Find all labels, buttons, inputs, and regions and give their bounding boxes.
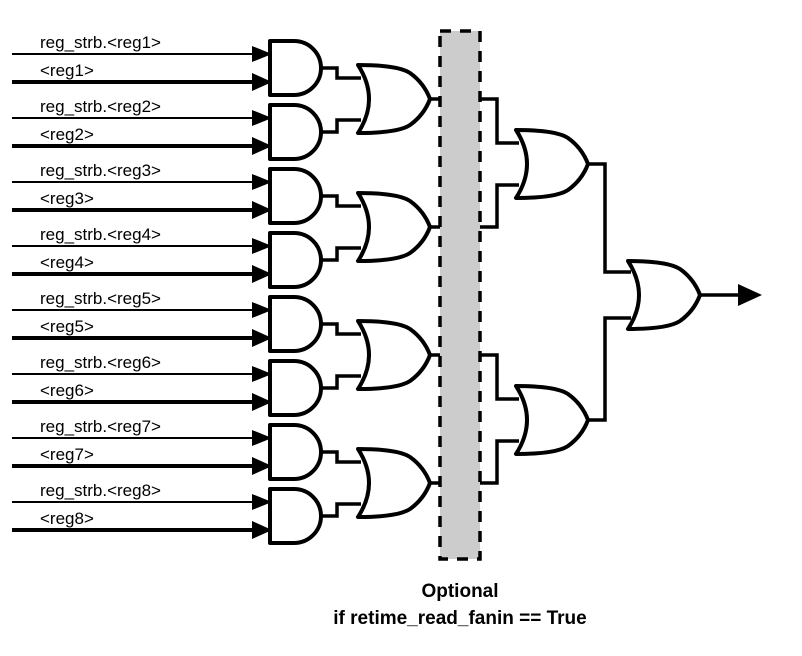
data-label-5: <reg5> <box>40 317 94 336</box>
link-and3-or2 <box>321 194 361 208</box>
or-gate-s2-1[interactable] <box>514 128 590 200</box>
input-row-8: reg_strb.<reg8> <reg8> <box>12 481 272 539</box>
strobe-label-7: reg_strb.<reg7> <box>40 417 161 436</box>
input-row-1: reg_strb.<reg1> <reg1> <box>12 33 272 91</box>
data-arrow-1 <box>252 73 272 91</box>
optional-caption-line1: Optional <box>421 581 498 602</box>
link-and1-or1 <box>321 66 361 80</box>
stage3-input-links-group <box>588 162 631 422</box>
link-and7-or4 <box>321 450 361 464</box>
data-arrow-4 <box>252 265 272 283</box>
strobe-label-2: reg_strb.<reg2> <box>40 97 161 116</box>
output-arrow <box>738 284 762 306</box>
and-gate-6[interactable] <box>268 359 323 417</box>
or-gate-s1-2[interactable] <box>356 191 432 263</box>
optional-caption-group: Optional if retime_read_fanin == True <box>333 581 586 629</box>
strobe-arrow-3 <box>252 174 272 190</box>
strobe-label-5: reg_strb.<reg5> <box>40 289 161 308</box>
or-gate-s3-1[interactable] <box>626 259 702 331</box>
input-row-4: reg_strb.<reg4> <reg4> <box>12 225 272 283</box>
or-gates-stage2-group <box>514 128 590 456</box>
or-gate-s1-1[interactable] <box>356 63 432 135</box>
link-and2-or1 <box>321 118 361 134</box>
and-gate-4[interactable] <box>268 231 323 289</box>
data-label-6: <reg6> <box>40 381 94 400</box>
link-and5-or3 <box>321 322 361 336</box>
strobe-label-1: reg_strb.<reg1> <box>40 33 161 52</box>
link-opt3-ors2-2 <box>480 353 519 401</box>
input-row-2: reg_strb.<reg2> <reg2> <box>12 97 272 155</box>
strobe-arrow-2 <box>252 110 272 126</box>
or-gates-stage1-group <box>356 63 432 519</box>
link-and4-or2 <box>321 246 361 262</box>
strobe-arrow-4 <box>252 238 272 254</box>
strobe-arrow-6 <box>252 366 272 382</box>
input-row-6: reg_strb.<reg6> <reg6> <box>12 353 272 411</box>
or-gate-s2-2[interactable] <box>514 384 590 456</box>
strobe-arrow-8 <box>252 494 272 510</box>
strobe-label-3: reg_strb.<reg3> <box>40 161 161 180</box>
and-gate-2[interactable] <box>268 103 323 161</box>
data-arrow-2 <box>252 137 272 155</box>
data-label-7: <reg7> <box>40 445 94 464</box>
or-gate-s1-3[interactable] <box>356 319 432 391</box>
optional-caption-line2: if retime_read_fanin == True <box>333 608 586 629</box>
or-gate-s1-4[interactable] <box>356 447 432 519</box>
input-rows-group: reg_strb.<reg1> <reg1> reg_strb.<reg2> <… <box>12 33 272 539</box>
strobe-label-4: reg_strb.<reg4> <box>40 225 161 244</box>
strobe-arrow-7 <box>252 430 272 446</box>
data-arrow-7 <box>252 457 272 475</box>
data-label-1: <reg1> <box>40 61 94 80</box>
optional-retime-box <box>438 29 482 561</box>
strobe-arrow-5 <box>252 302 272 318</box>
data-arrow-3 <box>252 201 272 219</box>
and-gate-7[interactable] <box>268 423 323 481</box>
data-label-2: <reg2> <box>40 125 94 144</box>
link-and8-or4 <box>321 502 361 518</box>
and-gate-1[interactable] <box>268 39 323 97</box>
link-ors2-2-final <box>588 316 631 422</box>
data-arrow-8 <box>252 521 272 539</box>
strobe-label-6: reg_strb.<reg6> <box>40 353 161 372</box>
data-label-8: <reg8> <box>40 509 94 528</box>
and-gate-5[interactable] <box>268 295 323 353</box>
stage2-input-links-group <box>480 97 519 485</box>
input-row-3: reg_strb.<reg3> <reg3> <box>12 161 272 219</box>
strobe-arrow-1 <box>252 46 272 62</box>
data-arrow-6 <box>252 393 272 411</box>
data-label-4: <reg4> <box>40 253 94 272</box>
and-to-or-links-group <box>321 66 361 518</box>
link-ors2-1-final <box>588 162 631 274</box>
and-gates-group <box>268 39 323 545</box>
link-and6-or3 <box>321 374 361 390</box>
strobe-label-8: reg_strb.<reg8> <box>40 481 161 500</box>
and-gate-8[interactable] <box>268 487 323 545</box>
data-arrow-5 <box>252 329 272 347</box>
link-opt1-ors2-1 <box>480 97 519 145</box>
data-label-3: <reg3> <box>40 189 94 208</box>
and-gate-3[interactable] <box>268 167 323 225</box>
input-row-7: reg_strb.<reg7> <reg7> <box>12 417 272 475</box>
input-row-5: reg_strb.<reg5> <reg5> <box>12 289 272 347</box>
link-opt4-ors2-2 <box>480 439 519 485</box>
link-opt2-ors2-1 <box>480 183 519 229</box>
